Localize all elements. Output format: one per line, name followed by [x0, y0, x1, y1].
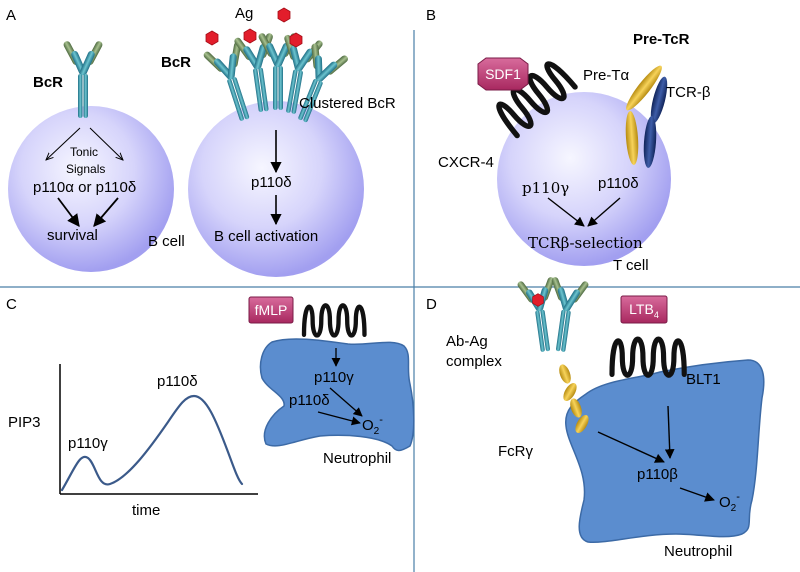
arrow-p110g-to-o2: [329, 387, 363, 417]
panel-b-letter: B: [426, 7, 437, 24]
peak-p110-gamma: p110γ: [68, 435, 108, 452]
blt1-label: BLT1: [686, 371, 721, 388]
superoxide-d: O2-: [719, 491, 740, 514]
ltb4-badge-label: LTB4: [629, 301, 659, 320]
ag-label: Ag: [235, 5, 254, 22]
fcr-gamma-label: FcRγ: [498, 443, 533, 460]
p110-beta-label: p110β: [637, 466, 678, 483]
bcr-label-left: BcR: [33, 74, 64, 91]
neutrophil-label-d: Neutrophil: [664, 543, 733, 560]
fmlp-receptor: [304, 305, 364, 335]
bcr-label-right: BcR: [161, 54, 192, 71]
ab-ag-label: Ab-Ag: [446, 333, 488, 350]
p110-delta-a: p110δ: [251, 174, 292, 191]
arrow-p110g-to-selection: [547, 197, 585, 227]
sdf1-badge-shape: [477, 57, 529, 91]
signals-label: Signals: [66, 162, 106, 176]
arrow-p110b-to-o2: [679, 487, 715, 502]
time-axis-label: time: [132, 502, 161, 519]
fmlp-badge-shape: [248, 296, 294, 324]
neutrophil-d-shape: [565, 359, 765, 544]
pip3-curve: [60, 394, 244, 492]
cell-p110-delta: p110δ: [289, 392, 330, 409]
tonic-arrow-left: [46, 127, 81, 160]
fmlp-badge-label: fMLP: [254, 302, 288, 318]
cell-p110-gamma: p110γ: [314, 369, 354, 386]
pip3-axis-label: PIP3: [8, 414, 41, 431]
t-cell-label: T cell: [613, 257, 649, 274]
panel-c-letter: C: [6, 296, 17, 313]
peak-p110-delta: p110δ: [157, 373, 198, 390]
b-cell-label: B cell: [148, 233, 185, 250]
pip3-graph-axes: [59, 364, 258, 495]
fcr-gamma-chain: [559, 364, 589, 434]
pre-talpha-label: Pre-Tα: [583, 67, 630, 84]
pre-tcr-label: Pre-TcR: [633, 31, 690, 48]
arrow-p110d-to-selection: [587, 197, 621, 227]
sdf1-badge-label: SDF1: [485, 66, 521, 82]
superoxide-c: O2-: [362, 414, 383, 437]
tonic-arrow-right: [89, 127, 123, 160]
panel-d-letter: D: [426, 296, 437, 313]
b-cell-activation-label: B cell activation: [214, 228, 319, 245]
panel-a-letter: A: [6, 7, 17, 24]
cxcr4-label: CXCR-4: [438, 154, 494, 171]
b-cell-left: [8, 106, 174, 272]
tonic-label: Tonic: [70, 145, 99, 159]
b-cell-right: [188, 101, 364, 277]
arrow-fcr-to-p110b: [597, 431, 665, 463]
arrow-blt1-to-p110b: [664, 405, 675, 459]
ltb4-badge-shape: [620, 295, 668, 324]
neutrophil-label-c: Neutrophil: [323, 450, 392, 467]
pre-tcr-receptor: [625, 65, 668, 168]
clustered-bcr-label: Clustered BcR: [299, 95, 396, 112]
arrow-p110d-to-o2: [317, 411, 361, 426]
arrow-to-survival-right: [93, 197, 119, 227]
complex-label: complex: [446, 353, 502, 370]
p110-gamma-b: p110γ: [522, 179, 570, 197]
p110-delta-b: p110δ: [598, 175, 639, 192]
arrow-to-survival-left: [57, 197, 80, 228]
survival-label: survival: [47, 227, 98, 244]
p110-alpha-or-delta: p110α or p110δ: [33, 179, 137, 196]
tcrb-selection-label: TCRβ-selection: [528, 234, 643, 252]
tcr-beta-label: TCR-β: [666, 84, 711, 101]
blt1-receptor: [612, 339, 684, 375]
